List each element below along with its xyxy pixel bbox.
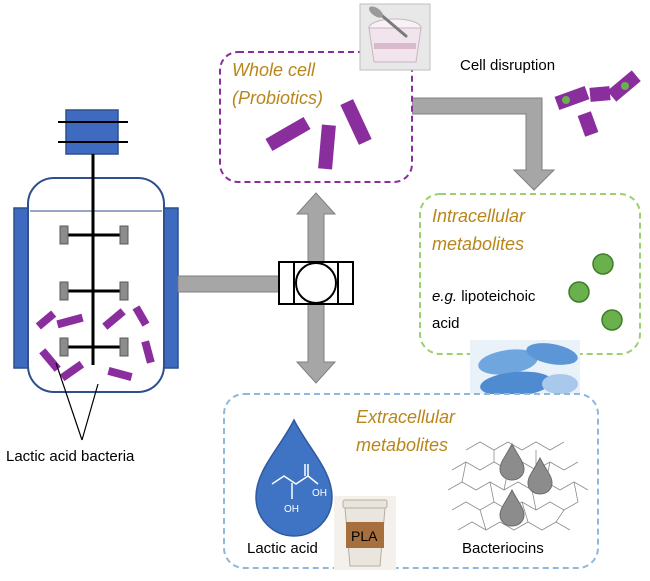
- down-arrow: [295, 302, 337, 384]
- gray-drop-icon: [499, 488, 525, 527]
- cell-disruption-label: Cell disruption: [460, 57, 555, 74]
- metabolites-title: metabolites: [432, 234, 524, 254]
- impeller-top: [59, 225, 129, 245]
- bacterium: [265, 116, 311, 152]
- metabolite-dot: [601, 309, 623, 331]
- bacteriocin-drops: [499, 442, 553, 527]
- metabolite-dot: [568, 281, 590, 303]
- reactor-bacteria: [35, 305, 155, 382]
- pills-image: [470, 340, 580, 400]
- bacterium: [318, 124, 336, 170]
- pointer-line: [81, 383, 99, 441]
- lactic-acid-bacteria-label: Lactic acid bacteria: [6, 448, 135, 465]
- whole-cell-title: Whole cell: [232, 60, 316, 80]
- oh-label: OH: [312, 488, 327, 499]
- bacterium: [340, 99, 372, 145]
- gray-drop-icon: [527, 456, 553, 495]
- bacterium: [39, 348, 61, 372]
- bacterium: [56, 313, 84, 329]
- metabolite-dot: [592, 253, 614, 275]
- outlet-pipe: [177, 275, 283, 293]
- bacterium: [107, 367, 133, 381]
- extracellular-title: Extracellular: [356, 407, 456, 427]
- cell-disruption-arrow: [411, 97, 556, 191]
- disrupted-cells: [554, 70, 641, 137]
- impeller-bottom: [59, 337, 129, 357]
- probiotics-title: (Probiotics): [232, 88, 323, 108]
- pointer-line: [55, 362, 83, 441]
- flow-arrows: [177, 97, 556, 384]
- bioreactor: Lactic acid bacteria: [6, 109, 179, 465]
- impeller-middle: [59, 281, 129, 301]
- pla-cup-icon: PLA: [334, 496, 396, 570]
- whole-cell-box: Whole cell (Probiotics): [219, 51, 413, 183]
- oh-label: OH: [284, 504, 299, 515]
- gray-drop-icon: [499, 442, 525, 481]
- extracellular-metabolites-title: metabolites: [356, 435, 448, 455]
- bacterium: [102, 308, 126, 330]
- bacterium: [141, 340, 155, 364]
- lactic-acid-label: Lactic acid: [247, 540, 318, 557]
- whole-cell-bacteria: [265, 99, 372, 170]
- pla-label: PLA: [351, 528, 378, 544]
- extracellular-box: Extracellular metabolites OH OH Lactic a…: [223, 393, 599, 570]
- valve: [278, 261, 354, 305]
- intracellular-title: Intracellular: [432, 206, 526, 226]
- lactic-acid-drop-icon: OH OH: [255, 418, 333, 537]
- bacterium: [35, 310, 57, 330]
- bacteriocins-label: Bacteriocins: [462, 540, 544, 557]
- example-text-line2: acid: [432, 315, 460, 332]
- bacterium: [132, 305, 150, 327]
- reactor-motor: [65, 109, 119, 155]
- up-arrow: [295, 192, 337, 264]
- yogurt-image: [359, 3, 431, 71]
- example-text: e.g. lipoteichoic: [432, 288, 536, 305]
- bacterium: [59, 360, 85, 382]
- intracellular-box: Intracellular metabolites e.g. lipoteich…: [419, 193, 641, 355]
